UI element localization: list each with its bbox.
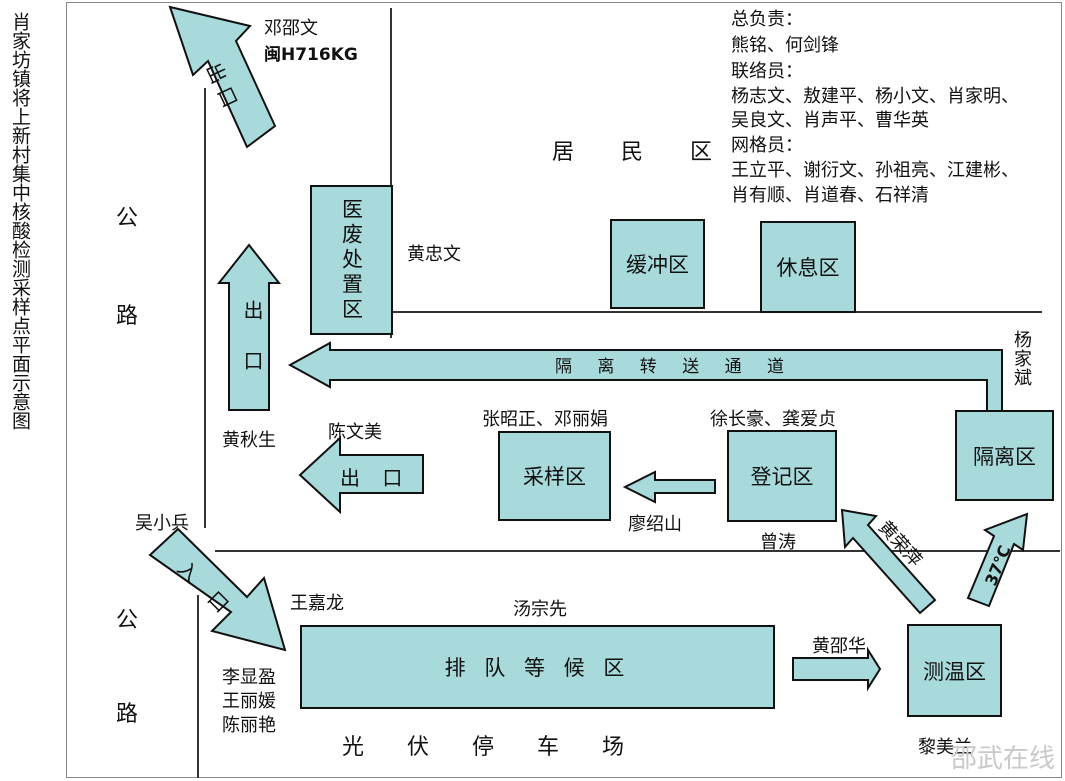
road-upper-char-2: 路 (116, 304, 139, 329)
road-line-horizontal (215, 550, 1060, 552)
org-liaison-title: 联络员： (731, 61, 803, 82)
org-lead: 熊铭、何剑锋 (731, 35, 839, 56)
zone-rest: 休息区 (760, 221, 856, 313)
road-line-left-lower (197, 595, 199, 778)
zone-buffer-label: 缓冲区 (626, 253, 689, 277)
flow-arrow-registration-sampling (622, 470, 716, 504)
exit-mid-staff: 陈文美 (328, 422, 382, 443)
road-line-left-upper (204, 88, 206, 528)
queue-staff-1: 李显盈 (222, 667, 276, 688)
page-title: 肖家坊镇将上新村集中核酸检测采样点平面示意图 (9, 12, 31, 430)
zone-registration-label: 登记区 (750, 465, 814, 489)
zone-sampling: 采样区 (498, 431, 611, 521)
registration-staff: 徐长豪、龚爱贞 (710, 409, 836, 430)
zone-rest-label: 休息区 (776, 256, 840, 280)
zone-temperature: 测温区 (907, 624, 1002, 717)
road-lower-char-2: 路 (116, 702, 139, 727)
parking-area-label: 光 伏 停 车 场 (342, 735, 642, 760)
entrance-arrow (148, 527, 287, 652)
registration-bottom-staff: 曾涛 (760, 532, 796, 553)
org-grid-title: 网格员： (731, 135, 803, 156)
exit-left-label: 出 口 (240, 300, 264, 383)
zone-medical-waste: 医废处置区 (310, 185, 393, 335)
entrance-side-staff: 王嘉龙 (290, 593, 344, 614)
diagram-frame (66, 2, 1062, 778)
road-lower-char-1: 公 (116, 608, 139, 633)
zone-registration: 登记区 (727, 430, 837, 522)
zone-isolation: 隔离区 (955, 410, 1054, 501)
driver-name: 邓邵文 (264, 18, 318, 39)
boundary-residential (392, 311, 1042, 313)
zone-queue-label: 排 队 等 候 区 (444, 656, 631, 680)
flow-arrow-queue-temp (792, 646, 882, 692)
zone-medical-waste-label: 医废处置区 (339, 197, 364, 323)
queue-staff-2: 王丽媛 (222, 691, 276, 712)
sampling-staff: 张昭正、邓丽娟 (482, 409, 608, 430)
diagonal-arrow (840, 508, 937, 615)
zone-sampling-label: 采样区 (523, 465, 586, 489)
org-liaison-1: 杨志文、敖建平、杨小文、肖家明、 (731, 86, 1019, 107)
org-lead-title: 总负责： (731, 9, 803, 30)
road-upper-char-1: 公 (116, 206, 139, 231)
zone-queue: 排 队 等 候 区 (300, 625, 775, 709)
entrance-staff: 吴小兵 (135, 513, 189, 534)
channel-label: 隔 离 转 送 通 道 (555, 357, 795, 377)
org-grid-2: 肖有顺、肖道春、石祥清 (731, 185, 929, 206)
zone-buffer: 缓冲区 (610, 219, 705, 309)
zone-isolation-label: 隔离区 (973, 444, 1036, 469)
boundary-vertical (390, 8, 392, 338)
queue-staff-3: 陈丽艳 (222, 715, 276, 736)
temperature-staff: 黎美兰 (918, 737, 972, 758)
residential-area-label: 居 民 区 (552, 140, 732, 165)
isolation-staff: 杨家斌 (1011, 330, 1032, 387)
exit-middle-label: 出 口 (340, 466, 411, 490)
temp-arrow (966, 512, 1029, 608)
exit-middle-arrow (298, 435, 424, 515)
exit-top-arrow (168, 5, 277, 149)
org-grid-1: 王立平、谢衍文、孙祖亮、江建彬、 (731, 160, 1019, 181)
flow-staff: 黄邵华 (812, 636, 866, 657)
sampling-bottom-staff: 廖绍山 (628, 514, 682, 535)
vehicle-plate: 闽H716KG (264, 45, 358, 65)
exit-staff: 黄秋生 (222, 430, 276, 451)
queue-top-staff: 汤宗先 (513, 599, 567, 620)
exit-left-arrow (216, 243, 282, 411)
org-liaison-2: 吴良文、肖声平、曹华英 (731, 110, 929, 131)
zone-temperature-label: 测温区 (923, 659, 986, 684)
waste-staff: 黄忠文 (407, 244, 461, 265)
watermark: 邵武在线 (950, 744, 1055, 774)
